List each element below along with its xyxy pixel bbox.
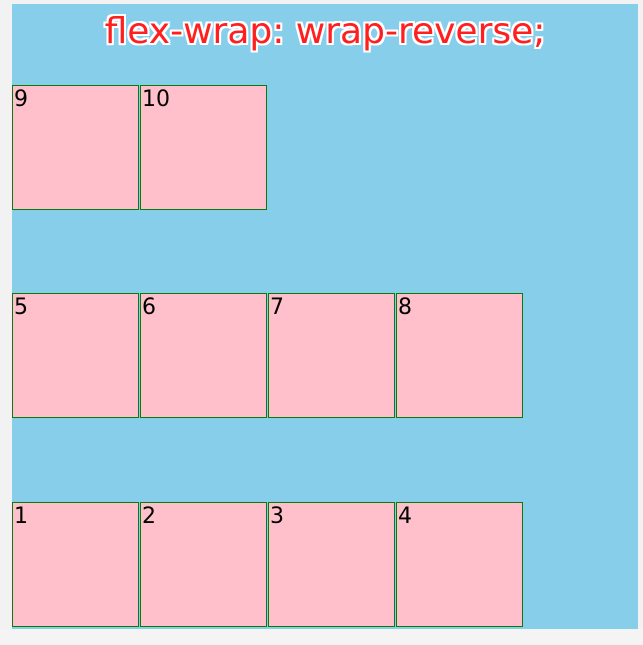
- flex-item: 9: [12, 85, 139, 210]
- flex-item: 3: [268, 502, 395, 627]
- flex-item: 7: [268, 293, 395, 418]
- flex-item: 2: [140, 502, 267, 627]
- flex-item-label: 10: [142, 87, 170, 112]
- flex-item-label: 3: [270, 504, 284, 529]
- flex-item: 4: [396, 502, 523, 627]
- flex-item: 10: [140, 85, 267, 210]
- flex-item-label: 1: [14, 504, 28, 529]
- flex-item: 1: [12, 502, 139, 627]
- page-title: flex-wrap: wrap-reverse;: [104, 11, 546, 52]
- flex-item-label: 2: [142, 504, 156, 529]
- flex-item-label: 8: [398, 295, 412, 320]
- flex-item: 8: [396, 293, 523, 418]
- flex-item-label: 7: [270, 295, 284, 320]
- flex-item-label: 9: [14, 87, 28, 112]
- flex-item: 5: [12, 293, 139, 418]
- flex-container: flex-wrap: wrap-reverse; 9 10 5 6 7 8 1 …: [12, 4, 638, 629]
- flex-item-label: 5: [14, 295, 28, 320]
- flex-item: 6: [140, 293, 267, 418]
- flex-item-label: 6: [142, 295, 156, 320]
- page-bottom-edge: [0, 629, 643, 645]
- flex-item-label: 4: [398, 504, 412, 529]
